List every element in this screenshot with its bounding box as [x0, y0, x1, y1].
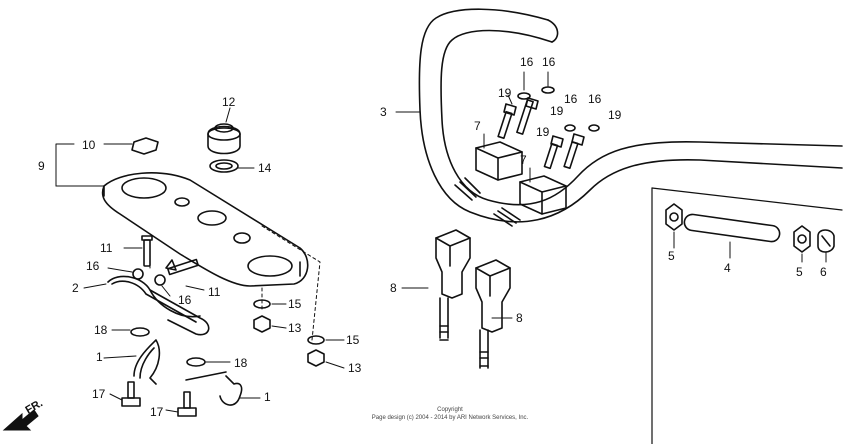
callout-5: 5: [796, 265, 803, 279]
callout-10: 10: [82, 138, 96, 152]
handlebar-holder-lower: [435, 229, 511, 369]
callout-13: 13: [288, 321, 302, 335]
emblem-cap: [131, 137, 159, 155]
handlebar-holder-upper: [475, 141, 567, 215]
callout-16: 16: [520, 55, 534, 69]
callout-18: 18: [234, 356, 248, 370]
handlebar: [418, 8, 843, 227]
stem-nut: [207, 123, 241, 173]
callout-19: 19: [608, 108, 622, 122]
callout-15: 15: [346, 333, 360, 347]
callout-8: 8: [516, 311, 523, 325]
callout-1: 1: [264, 390, 271, 404]
callout-2: 2: [72, 281, 79, 295]
spring-clip: [107, 275, 210, 336]
callout-19: 19: [498, 86, 512, 100]
callout-labels: 1 1 2 3 4 5 5 6 7 7 8 8 9 10 11 11 12 13…: [38, 55, 827, 419]
callout-17: 17: [150, 405, 164, 419]
callout-19: 19: [536, 125, 550, 139]
callout-16: 16: [564, 92, 578, 106]
callout-18: 18: [94, 323, 108, 337]
callout-3: 3: [380, 105, 387, 119]
callout-15: 15: [288, 297, 302, 311]
copyright-line-1: Copyright: [437, 407, 463, 413]
front-direction-arrow: FR.: [2, 397, 45, 431]
callout-12: 12: [222, 95, 236, 109]
top-bridge: [101, 172, 309, 287]
callout-16: 16: [178, 293, 192, 307]
copyright-notice: Copyright Page design (c) 2004 - 2014 by…: [300, 406, 600, 422]
callout-11: 11: [208, 285, 221, 299]
callout-7: 7: [474, 119, 481, 133]
callout-8: 8: [390, 281, 397, 295]
cable-clips: [133, 339, 243, 406]
callout-6: 6: [820, 265, 827, 279]
callout-19: 19: [550, 104, 564, 118]
copyright-line-2: Page design (c) 2004 - 2014 by ARI Netwo…: [371, 415, 529, 421]
holder-bolts: [497, 86, 600, 170]
callout-16: 16: [86, 259, 100, 273]
callout-7: 7: [520, 153, 527, 167]
callout-1: 1: [96, 350, 103, 364]
bolts-17: [121, 381, 197, 417]
callout-11: 11: [100, 241, 113, 255]
callout-16: 16: [588, 92, 602, 106]
callout-4: 4: [724, 261, 731, 275]
balance-weight: [665, 203, 835, 253]
callout-13: 13: [348, 361, 362, 375]
callout-5: 5: [668, 249, 675, 263]
callout-16: 16: [542, 55, 556, 69]
callout-14: 14: [258, 161, 272, 175]
callout-17: 17: [92, 387, 106, 401]
bolts-11: [141, 235, 199, 276]
front-direction-label: FR.: [24, 397, 45, 416]
callout-9: 9: [38, 159, 45, 173]
